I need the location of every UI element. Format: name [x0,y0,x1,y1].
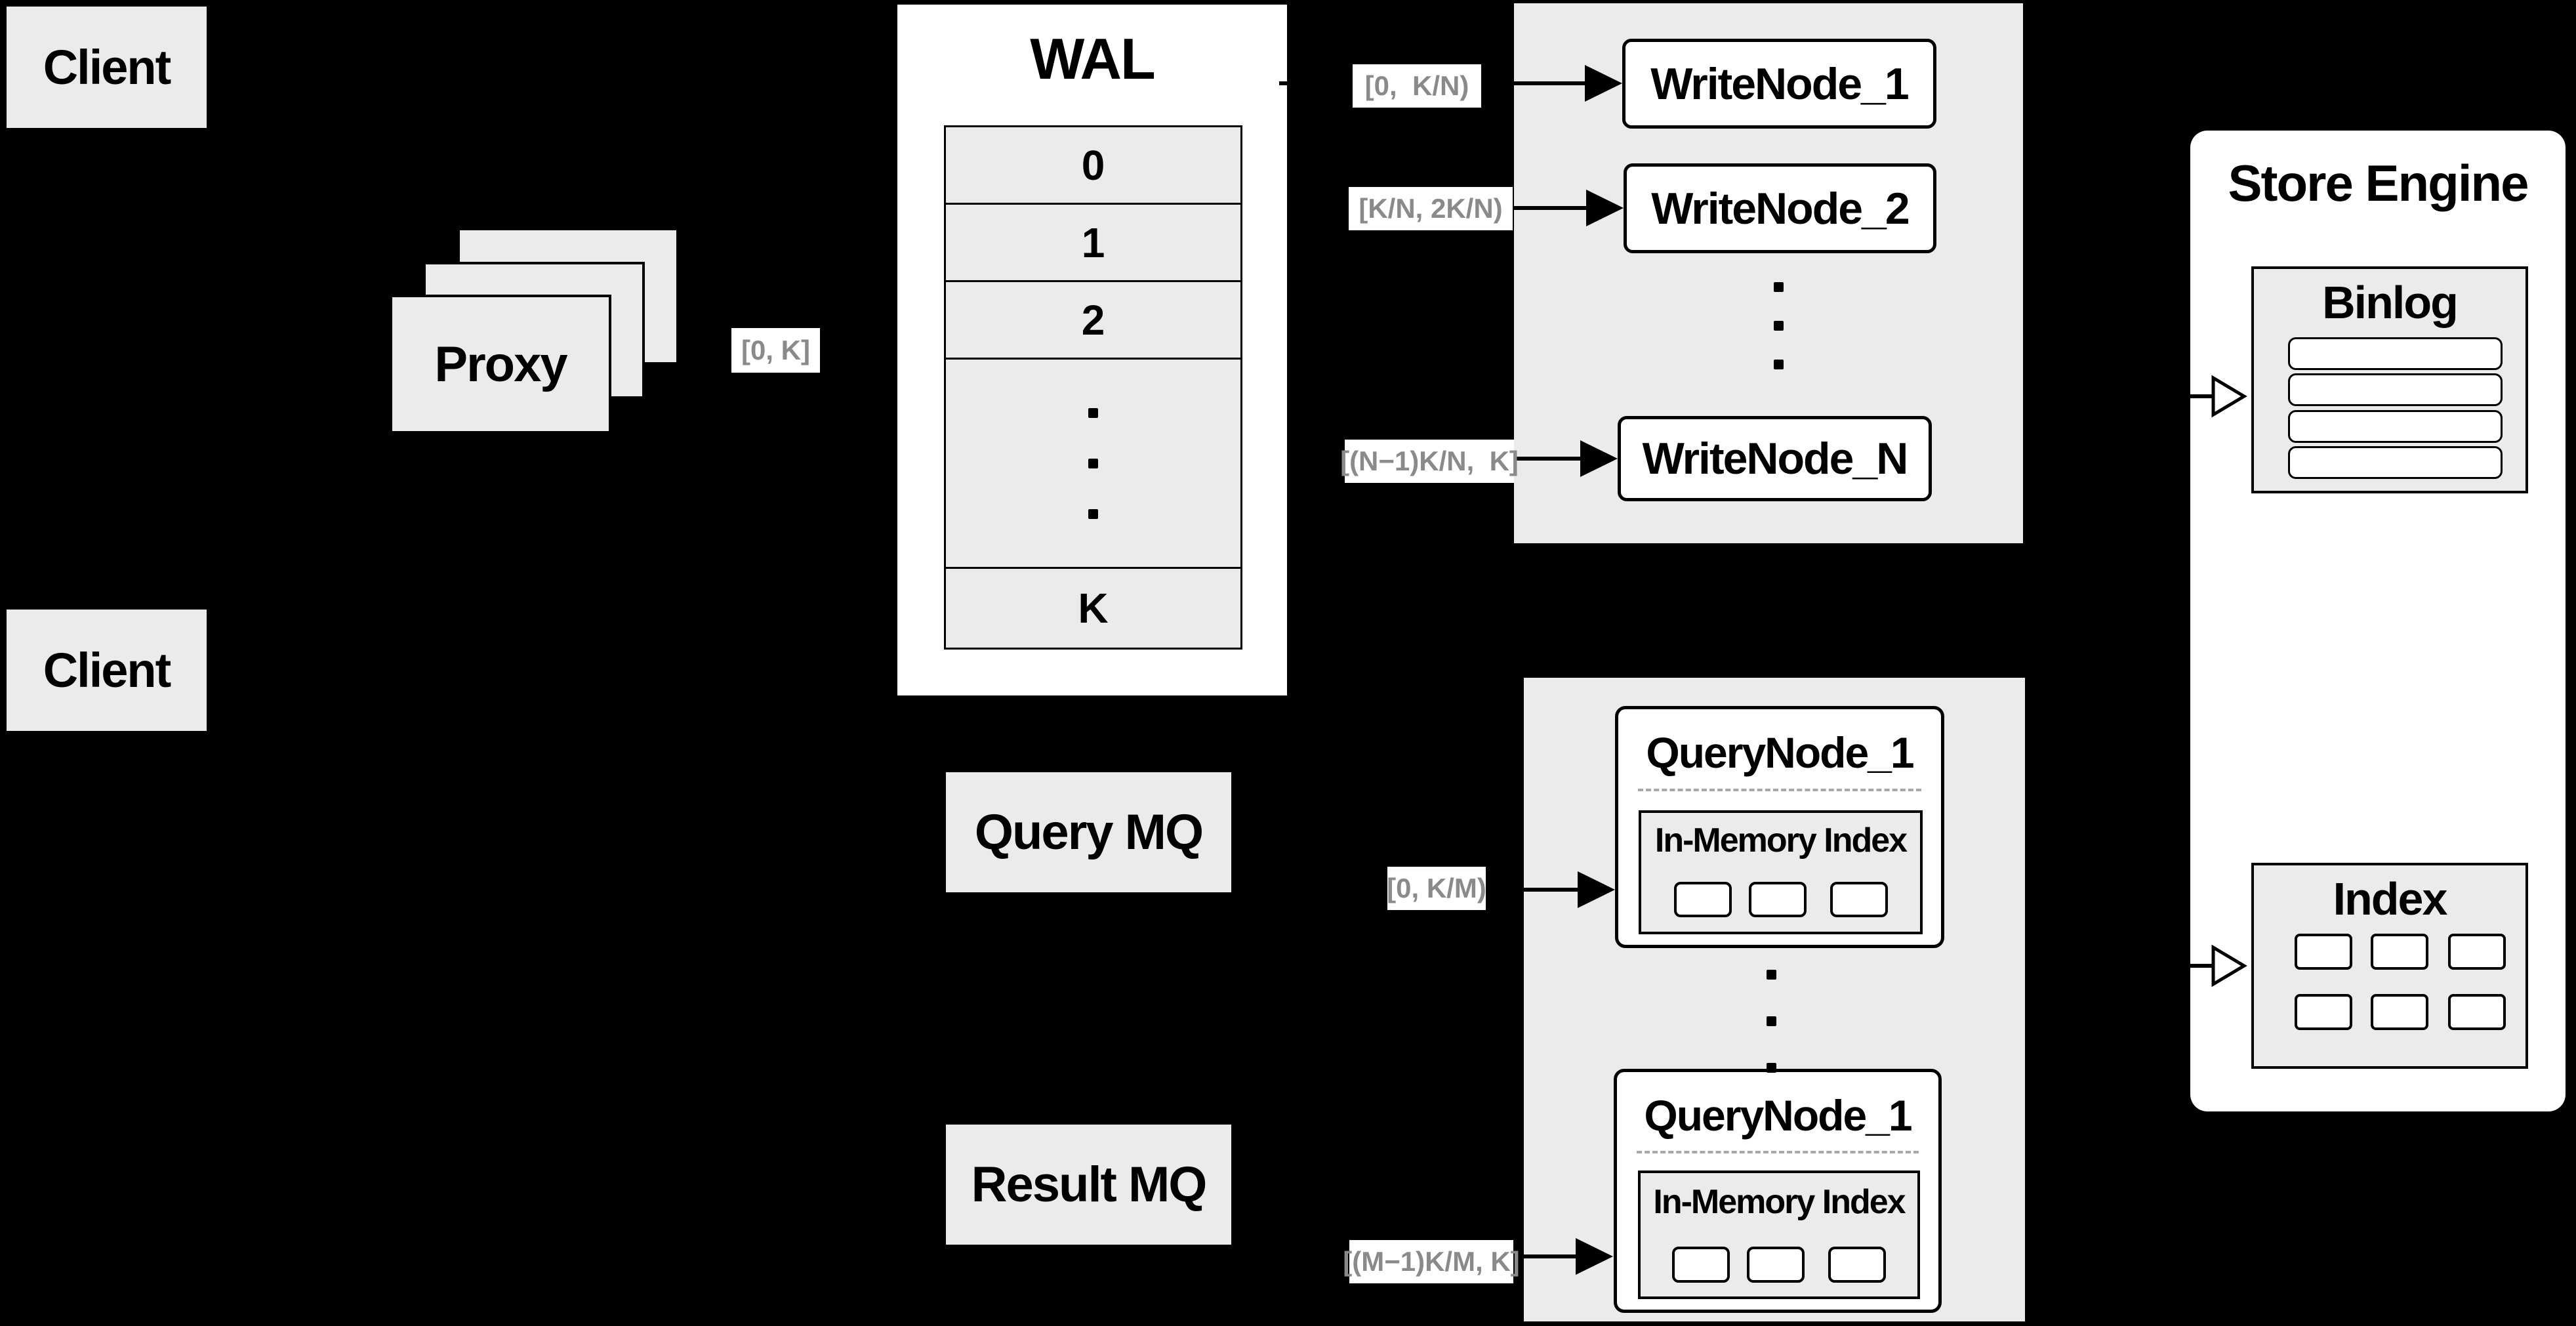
index-chip [2295,994,2352,1030]
query-node-1-separator [1638,789,1921,791]
write-node-1: WriteNode_1 [1622,39,1936,129]
write-node-group: WriteNode_1 WriteNode_2 WriteNode_N [1514,3,2023,543]
index-chip [2448,994,2506,1030]
query-node-1-inmemory-title: In-Memory Index [1654,821,1908,860]
write-node-ellipsis-dots [1774,282,1784,369]
wal-title: WAL [1030,26,1156,91]
binlog-row [2288,410,2503,443]
query-node-2: QueryNode_1 In-Memory Index [1614,1069,1942,1313]
index-box: Index [2251,863,2528,1069]
range-label-querynode-m: [(M−1)K/M, K] [1343,1240,1520,1283]
index-chip [2371,994,2428,1030]
client-node-top-label: Client [43,40,172,94]
write-node-n-label: WriteNode_N [1642,434,1909,484]
segment-chip [1749,882,1807,917]
client-node-top: Client [7,7,207,128]
range-label-writenode-2: [K/N, 2K/N) [1349,187,1513,230]
wal-row-1: 1 [944,203,1242,282]
store-engine-box: Store Engine Binlog Index [2190,131,2566,1111]
write-node-2-label: WriteNode_2 [1651,183,1910,234]
range-label-querynode-1: [0, K/M) [1387,867,1486,910]
query-node-2-separator [1637,1151,1919,1153]
query-node-1: QueryNode_1 In-Memory Index [1615,706,1944,948]
wal-row-2: 2 [944,280,1242,360]
write-node-1-label: WriteNode_1 [1650,58,1909,109]
segment-chip [1830,882,1888,917]
segment-chip [1672,1247,1730,1283]
query-mq-node: Query MQ [946,772,1231,892]
result-mq-node: Result MQ [946,1125,1231,1245]
wal-ellipsis-dots [1088,407,1098,519]
range-label-proxy-wal: [0, K] [731,328,820,373]
index-chip [2371,934,2428,970]
segment-chip [1674,882,1732,917]
write-node-n: WriteNode_N [1618,416,1932,501]
wal-row-ellipsis [944,358,1242,569]
index-title: Index [2333,873,2448,924]
query-mq-label: Query MQ [974,804,1204,860]
index-chip [2448,934,2506,970]
wal-box: WAL 0 1 2 K [897,5,1287,695]
proxy-node: Proxy [390,295,611,434]
binlog-row [2288,446,2503,479]
client-node-bottom: Client [7,610,207,731]
query-node-1-inmemory-index: In-Memory Index [1639,810,1923,934]
result-mq-label: Result MQ [971,1157,1208,1212]
query-node-group: QueryNode_1 In-Memory Index QueryNode_1 … [1524,678,2025,1321]
client-node-bottom-label: Client [43,643,172,697]
query-node-2-inmemory-title: In-Memory Index [1653,1183,1906,1221]
binlog-row [2288,337,2503,370]
wal-table: 0 1 2 K [944,125,1242,650]
range-label-writenode-1: [0, K/N) [1353,64,1481,108]
proxy-node-label: Proxy [434,336,567,392]
binlog-row [2288,373,2503,406]
index-chip [2295,934,2352,970]
query-node-ellipsis-dots [1767,970,1776,1073]
segment-chip [1828,1247,1886,1283]
segment-chip [1747,1247,1805,1283]
query-node-2-title: QueryNode_1 [1644,1090,1912,1140]
wal-row-k: K [944,567,1242,650]
query-node-2-inmemory-index: In-Memory Index [1638,1171,1920,1299]
binlog-title: Binlog [2322,276,2459,328]
range-label-writenode-n: [(N−1)K/N, K] [1340,440,1519,483]
query-node-1-title: QueryNode_1 [1646,728,1914,777]
store-engine-title: Store Engine [2228,154,2529,212]
write-node-2: WriteNode_2 [1624,163,1936,253]
binlog-box: Binlog [2251,266,2528,493]
wal-row-0: 0 [944,125,1242,205]
